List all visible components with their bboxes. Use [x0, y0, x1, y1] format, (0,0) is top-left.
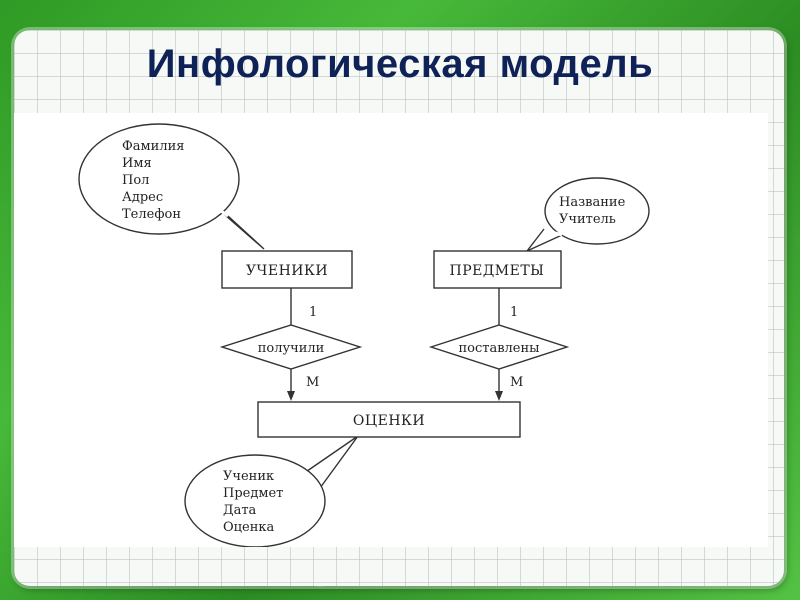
diagram-area: УЧЕНИКИ ПРЕДМЕТЫ ОЦЕНКИ получили поставл… [14, 113, 768, 548]
attribute-item: Фамилия [122, 139, 184, 154]
attribute-item: Имя [122, 156, 152, 171]
attribute-item: Название [559, 195, 626, 210]
attributes-grades: Ученик Предмет Дата Оценка [223, 469, 283, 535]
callout-students-bubble [78, 123, 240, 235]
cardinality-students-many: М [306, 375, 319, 390]
attributes-subjects: Название Учитель [559, 195, 626, 227]
er-diagram: УЧЕНИКИ ПРЕДМЕТЫ ОЦЕНКИ получили поставл… [78, 123, 650, 548]
cardinality-students-one: 1 [309, 305, 317, 320]
slide-title: Инфологическая модель [146, 42, 654, 86]
relation-assigned-label: поставлены [459, 341, 540, 356]
attribute-item: Дата [223, 503, 257, 518]
arrow-head-students [287, 391, 295, 401]
relation-received-label: получили [258, 341, 325, 356]
callout-subjects-bubble [544, 177, 650, 245]
entity-subjects-label: ПРЕДМЕТЫ [450, 263, 545, 279]
cardinality-subjects-one: 1 [510, 305, 518, 320]
attribute-item: Учитель [559, 212, 616, 227]
attribute-item: Ученик [223, 469, 274, 484]
relation-received-diamond [219, 324, 363, 370]
attribute-item: Пол [122, 173, 149, 188]
entity-students-box [221, 250, 353, 289]
entity-grades-box [257, 401, 521, 438]
attribute-item: Телефон [122, 207, 181, 222]
attributes-students: Фамилия Имя Пол Адрес Телефон [122, 139, 184, 222]
cardinality-subjects-many: М [510, 375, 523, 390]
attribute-item: Оценка [223, 520, 275, 535]
attribute-item: Адрес [122, 190, 163, 205]
entity-students-label: УЧЕНИКИ [246, 263, 328, 279]
relation-assigned-diamond [428, 324, 570, 370]
attribute-item: Предмет [223, 486, 283, 501]
arrow-head-subjects [495, 391, 503, 401]
entity-grades-label: ОЦЕНКИ [353, 413, 425, 429]
entity-subjects-box [433, 250, 562, 289]
